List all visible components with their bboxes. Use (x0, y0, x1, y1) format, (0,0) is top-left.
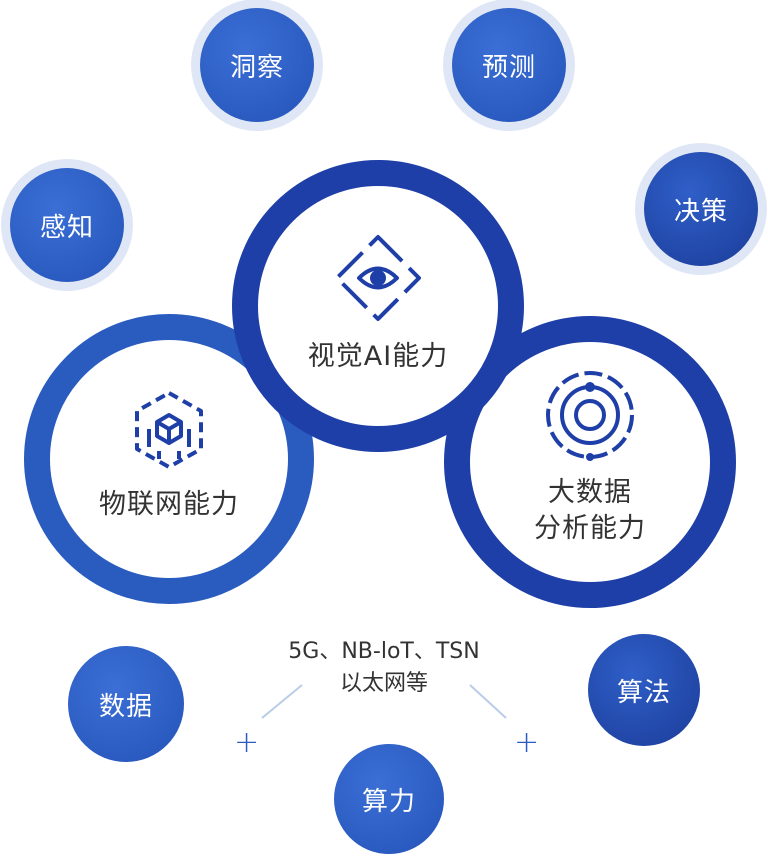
node-suanli-label: 算力 (361, 786, 416, 817)
network-line-2: 以太网等 (339, 671, 428, 696)
connector-left (261, 684, 303, 719)
node-juece-label: 决策 (673, 196, 728, 227)
node-suanli: 算力 (334, 744, 444, 854)
hexagon-network-icon (135, 391, 203, 469)
ring-vision: 视觉AI能力 (232, 160, 524, 452)
node-ganzhi: 感知 (10, 168, 124, 282)
connector-right (469, 684, 507, 719)
node-dongcha-label: 洞察 (229, 52, 284, 83)
plus-left: + (234, 725, 260, 760)
orbit-target-icon (546, 371, 634, 461)
network-line-1: 5G、NB-loT、TSN (288, 639, 480, 664)
eye-aperture-icon (335, 235, 421, 321)
ring-iot-label: 物联网能力 (99, 489, 239, 520)
node-suanfa-label: 算法 (616, 677, 671, 708)
node-yuce-label: 预测 (481, 52, 536, 83)
network-label: 5G、NB-loT、TSN 以太网等 (244, 636, 524, 700)
node-shuju: 数据 (68, 646, 184, 762)
node-suanfa: 算法 (588, 634, 700, 746)
node-dongcha: 洞察 (200, 8, 314, 122)
node-shuju-label: 数据 (98, 691, 153, 722)
ring-bigdata-label-2: 分析能力 (534, 513, 646, 544)
node-ganzhi-label: 感知 (39, 212, 94, 243)
ring-iot: 物联网能力 (24, 314, 314, 604)
node-yuce: 预测 (452, 8, 566, 122)
node-juece: 决策 (644, 152, 758, 266)
ring-bigdata-label-1: 大数据 (548, 477, 632, 508)
ring-vision-label: 视觉AI能力 (307, 341, 449, 372)
plus-right: + (514, 725, 540, 760)
